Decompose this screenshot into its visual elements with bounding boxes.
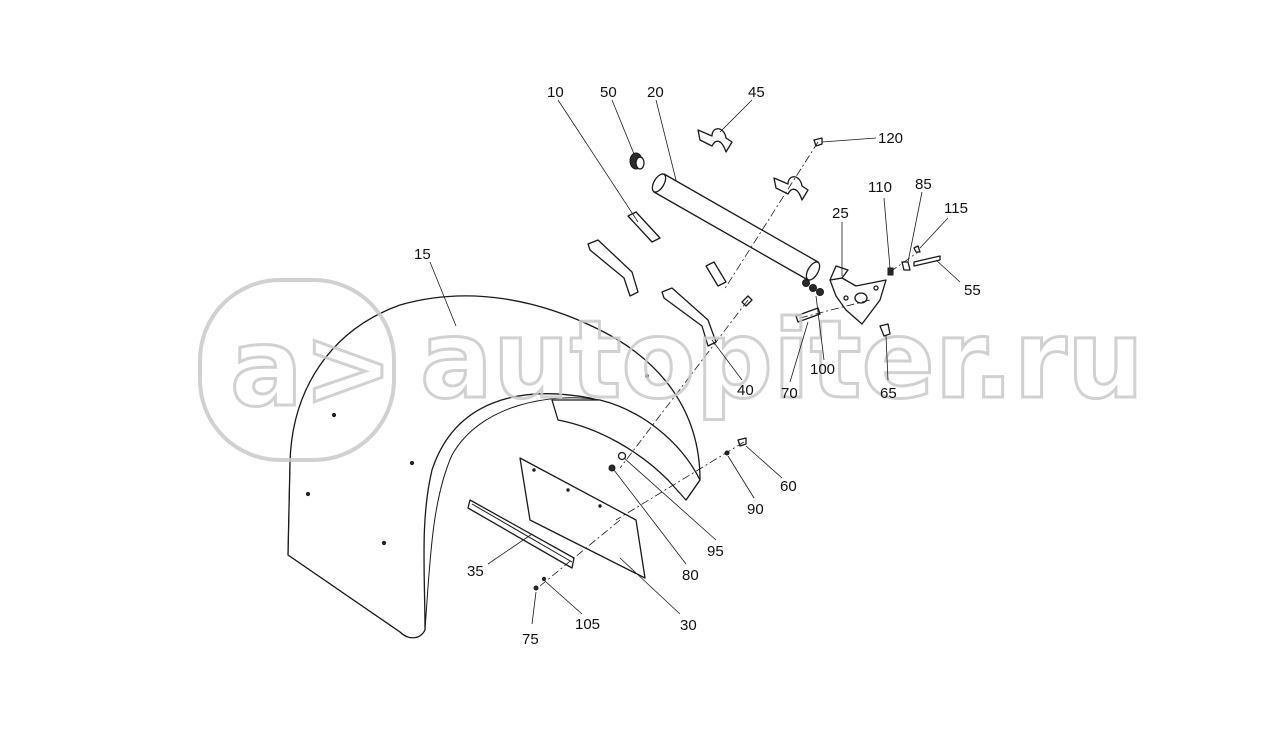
callout-55: 55 bbox=[964, 282, 981, 299]
callout-90: 90 bbox=[747, 501, 764, 518]
callout-105: 105 bbox=[575, 616, 600, 633]
leader-35 bbox=[487, 533, 533, 565]
leader-30 bbox=[619, 557, 681, 615]
leader-110 bbox=[883, 197, 891, 269]
callout-115: 115 bbox=[944, 200, 968, 217]
strip-part bbox=[467, 499, 575, 569]
callout-40: 40 bbox=[737, 382, 754, 399]
mount-plate-part bbox=[829, 265, 887, 325]
callout-30: 30 bbox=[680, 617, 697, 634]
callout-65: 65 bbox=[880, 385, 897, 402]
fender-part bbox=[287, 295, 701, 639]
mudflap-part bbox=[519, 457, 646, 579]
leader-55 bbox=[935, 259, 961, 283]
callout-120: 120 bbox=[878, 130, 903, 147]
watermark-text: autopiter.ru bbox=[420, 298, 1144, 423]
leader-100 bbox=[815, 295, 825, 361]
leader-120 bbox=[821, 137, 877, 143]
leader-65 bbox=[885, 335, 889, 381]
leader-10 bbox=[557, 99, 639, 223]
watermark-logo-text: a> bbox=[230, 306, 393, 431]
callout-95: 95 bbox=[707, 543, 724, 560]
leader-40 bbox=[711, 339, 743, 381]
callout-110: 110 bbox=[868, 179, 892, 196]
clamp-part bbox=[697, 128, 809, 201]
leader-70 bbox=[789, 321, 809, 383]
leader-105 bbox=[545, 581, 583, 615]
leader-lines bbox=[429, 99, 961, 625]
leader-20 bbox=[655, 99, 677, 181]
bracket-part bbox=[587, 211, 727, 347]
callout-85: 85 bbox=[915, 176, 932, 193]
callout-labels: 10 50 20 45 120 110 85 115 25 55 15 40 7… bbox=[414, 84, 981, 648]
callout-45: 45 bbox=[748, 84, 765, 101]
callout-75: 75 bbox=[522, 631, 539, 648]
callout-100: 100 bbox=[810, 361, 835, 378]
leader-95 bbox=[623, 457, 717, 541]
callout-20: 20 bbox=[647, 84, 664, 101]
plug-part bbox=[629, 152, 645, 170]
callout-35: 35 bbox=[467, 563, 484, 580]
callout-50: 50 bbox=[600, 84, 617, 101]
fasteners bbox=[533, 137, 941, 591]
callout-15: 15 bbox=[414, 246, 431, 263]
callout-80: 80 bbox=[682, 567, 699, 584]
callout-25: 25 bbox=[832, 205, 849, 222]
leader-15 bbox=[429, 261, 457, 327]
leader-85 bbox=[907, 191, 923, 263]
leader-50 bbox=[611, 99, 635, 155]
leader-90 bbox=[727, 455, 755, 499]
callout-70: 70 bbox=[781, 385, 798, 402]
leader-45 bbox=[719, 99, 753, 133]
assembly-axes bbox=[539, 141, 919, 587]
leader-80 bbox=[613, 469, 687, 565]
leader-60 bbox=[745, 445, 783, 479]
leader-115 bbox=[919, 217, 949, 249]
leader-75 bbox=[531, 591, 537, 625]
callout-10: 10 bbox=[547, 84, 564, 101]
callout-60: 60 bbox=[780, 478, 797, 495]
watermark-logo: a> autopiter.ru bbox=[198, 278, 1145, 462]
